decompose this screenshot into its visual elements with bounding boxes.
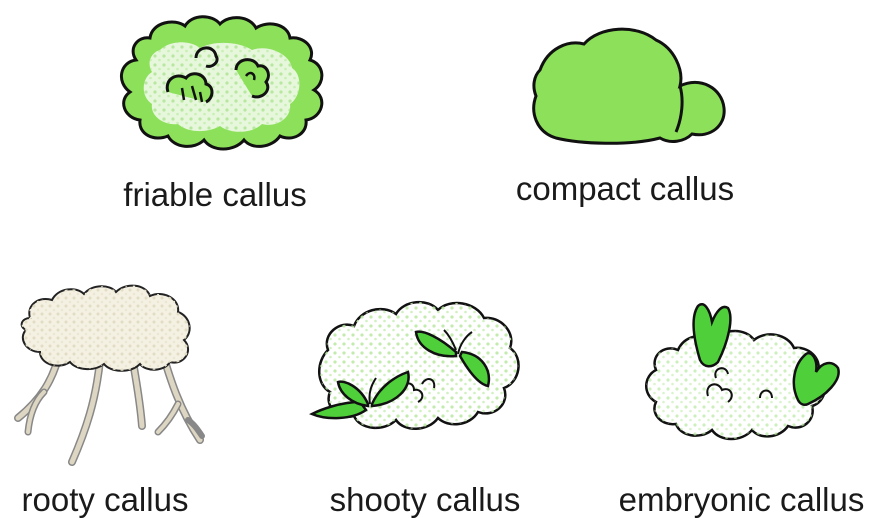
compact-callus-drawing — [534, 29, 724, 143]
shooty-callus-label: shooty callus — [300, 483, 550, 516]
rooty-callus-drawing — [18, 286, 202, 462]
compact-callus-outline — [534, 29, 724, 143]
compact-callus-label: compact callus — [500, 172, 750, 205]
friable-callus-drawing — [121, 17, 321, 149]
shooty-callus-drawing — [312, 302, 519, 429]
embryonic-callus-label: embryonic callus — [600, 483, 883, 516]
friable-callus-label: friable callus — [95, 178, 335, 211]
embryonic-callus-drawing — [646, 304, 838, 439]
rooty-callus-label: rooty callus — [0, 483, 210, 516]
embryo-shape — [794, 353, 839, 405]
